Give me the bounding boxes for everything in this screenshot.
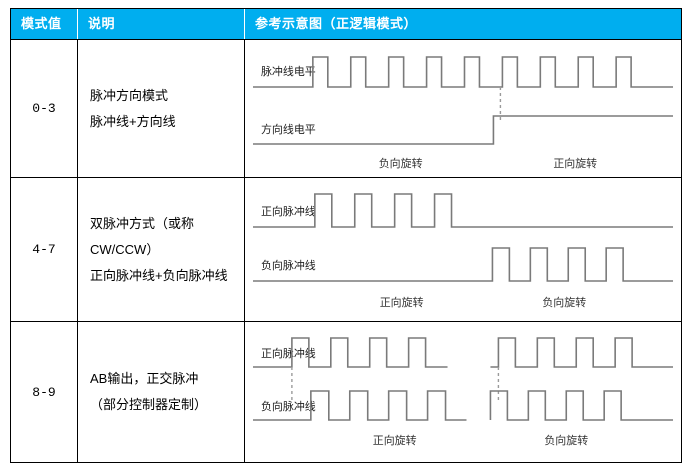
- cell-mode-value: 8-9: [11, 322, 77, 462]
- description-text: 脉冲方向模式 脉冲线+方向线: [78, 40, 244, 177]
- signal-label-reverse-pulse-line: 负向脉冲线: [261, 399, 316, 413]
- description-line: （部分控制器定制）: [90, 397, 208, 412]
- cell-diagram: 脉冲线电平 方向线电平 负向旋转 正向旋转: [244, 40, 681, 177]
- mode-value-text: 0-3: [32, 101, 56, 116]
- table-row: 4-7 双脉冲方式（或称CW/CCW） 正向脉冲线+负向脉冲线 正向脉冲线 负向…: [11, 177, 681, 321]
- waveform-phase-b: [252, 390, 674, 421]
- description-line: 脉冲方向模式: [90, 87, 169, 103]
- cell-mode-value: 0-3: [11, 40, 77, 177]
- signal-label-direction-line-level: 方向线电平: [261, 122, 316, 136]
- table-row: 8-9 AB输出，正交脉冲 （部分控制器定制） 正向脉冲线 负向脉冲线: [11, 321, 681, 462]
- waveform-direction-line: [252, 115, 674, 145]
- table-row: 0-3 脉冲方向模式 脉冲线+方向线 脉冲线电平 方向线电平: [11, 39, 681, 177]
- waveform-diagram-dual-pulse: 正向脉冲线 负向脉冲线 正向旋转 负向旋转: [252, 193, 674, 309]
- description-line: AB输出，正交脉冲: [90, 371, 199, 386]
- region-label-positive-rotation: 正向旋转: [380, 295, 424, 309]
- waveform-reverse-pulse: [252, 247, 674, 282]
- description-line: 双脉冲方式（或称CW/CCW）: [90, 215, 195, 257]
- header-cell-description: 说明: [77, 9, 244, 39]
- region-label-negative-rotation: 负向旋转: [379, 156, 423, 170]
- signal-label-forward-pulse-line: 正向脉冲线: [261, 204, 316, 218]
- header-cell-mode-value: 模式值: [11, 9, 77, 39]
- table-header-row: 模式值 说明 参考示意图（正逻辑模式）: [11, 9, 681, 39]
- header-label-diagram: 参考示意图（正逻辑模式）: [255, 16, 418, 31]
- waveform-diagram-pulse-direction: 脉冲线电平 方向线电平 负向旋转 正向旋转: [252, 56, 674, 170]
- cell-description: AB输出，正交脉冲 （部分控制器定制）: [77, 322, 244, 462]
- description-text: 双脉冲方式（或称CW/CCW） 正向脉冲线+负向脉冲线: [78, 178, 244, 321]
- cell-description: 脉冲方向模式 脉冲线+方向线: [77, 40, 244, 177]
- signal-label-forward-pulse-line: 正向脉冲线: [261, 346, 316, 360]
- pulse-mode-table: 模式值 说明 参考示意图（正逻辑模式） 0-3 脉冲方向模式 脉冲线+方向线: [10, 8, 682, 463]
- region-label-positive-rotation: 正向旋转: [373, 433, 417, 447]
- header-label-mode-value: 模式值: [21, 16, 62, 31]
- region-label-positive-rotation: 正向旋转: [553, 156, 597, 170]
- description-line: 正向脉冲线+负向脉冲线: [90, 267, 228, 283]
- waveform-pulse-line: [252, 56, 674, 88]
- description-line: 脉冲线+方向线: [90, 113, 176, 129]
- region-label-negative-rotation: 负向旋转: [544, 433, 588, 447]
- header-label-description: 说明: [88, 16, 116, 31]
- description-text: AB输出，正交脉冲 （部分控制器定制）: [78, 322, 244, 462]
- waveform-diagram-quadrature: 正向脉冲线 负向脉冲线 正向旋转 负向旋转: [252, 337, 674, 447]
- waveform-phase-a: [252, 337, 674, 368]
- mode-value-text: 8-9: [32, 384, 56, 400]
- signal-label-reverse-pulse-line: 负向脉冲线: [261, 258, 316, 272]
- signal-label-pulse-line-level: 脉冲线电平: [261, 64, 316, 78]
- cell-diagram: 正向脉冲线 负向脉冲线 正向旋转 负向旋转: [244, 322, 681, 462]
- region-label-negative-rotation: 负向旋转: [542, 295, 586, 309]
- mode-value-text: 4-7: [32, 242, 56, 257]
- cell-mode-value: 4-7: [11, 178, 77, 321]
- waveform-forward-pulse: [252, 193, 674, 228]
- cell-diagram: 正向脉冲线 负向脉冲线 正向旋转 负向旋转: [244, 178, 681, 321]
- cell-description: 双脉冲方式（或称CW/CCW） 正向脉冲线+负向脉冲线: [77, 178, 244, 321]
- header-cell-diagram: 参考示意图（正逻辑模式）: [244, 9, 681, 39]
